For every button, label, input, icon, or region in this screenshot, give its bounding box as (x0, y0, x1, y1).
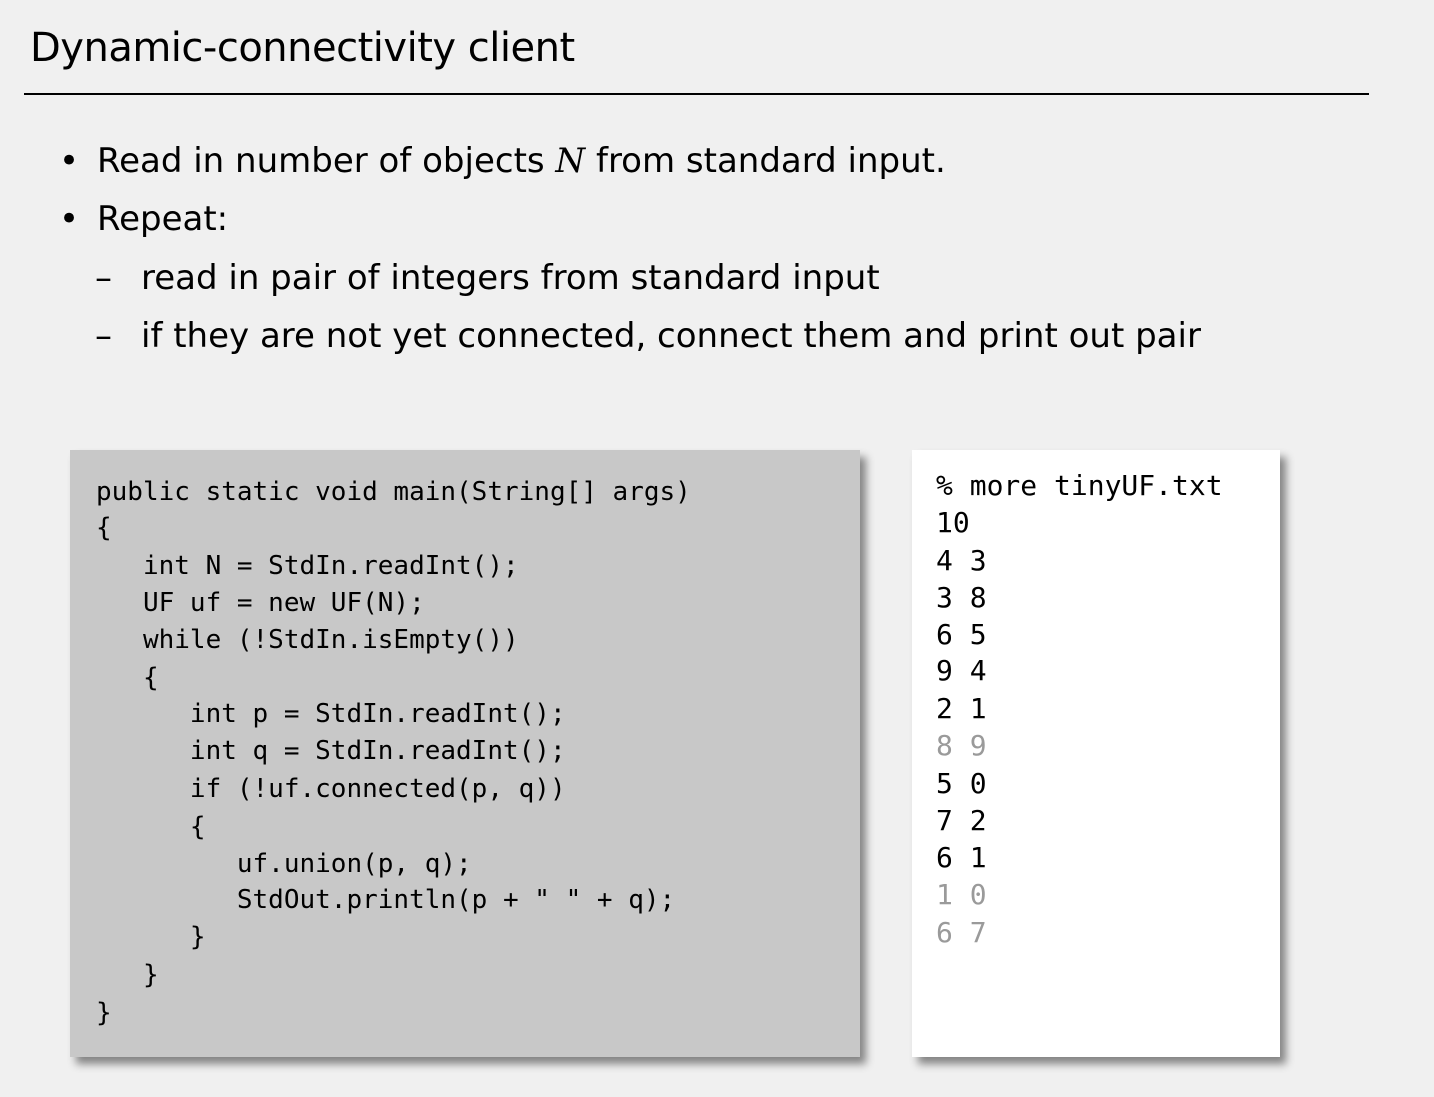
terminal-command: % more tinyUF.txt (936, 469, 1223, 502)
code-line: int q = StdIn.readInt(); (96, 736, 566, 766)
pair-line: 6 1 (936, 841, 987, 874)
bullet-text: from standard input. (585, 141, 946, 181)
math-variable: N (555, 141, 586, 181)
title-divider (24, 93, 1369, 95)
terminal-output-panel: % more tinyUF.txt 10 4 3 3 8 6 5 9 4 2 1… (912, 450, 1280, 1057)
pair-line: 5 0 (936, 767, 987, 800)
code-line: public static void main(String[] args) (96, 477, 691, 507)
code-line: int p = StdIn.readInt(); (96, 699, 566, 729)
pair-line: 3 8 (936, 581, 987, 614)
code-line: } (96, 998, 112, 1028)
code-line: UF uf = new UF(N); (96, 588, 425, 618)
bullet-item-read-n: • Read in number of objects N from stand… (59, 141, 946, 181)
pair-line: 6 5 (936, 618, 987, 651)
code-line: if (!uf.connected(p, q)) (96, 774, 566, 804)
bullet-text: Read in number of objects (97, 141, 556, 181)
code-line: StdOut.println(p + " " + q); (96, 885, 676, 915)
bullet-text: if they are not yet connected, connect t… (141, 316, 1201, 356)
bullet-text: read in pair of integers from standard i… (141, 258, 880, 298)
sub-bullet-marker: – (95, 316, 112, 356)
code-line: int N = StdIn.readInt(); (96, 551, 519, 581)
bullet-text: Repeat: (97, 199, 229, 239)
pair-line-connected: 1 0 (936, 878, 987, 911)
pair-line: 4 3 (936, 544, 987, 577)
code-line: } (96, 960, 159, 990)
code-line: } (96, 922, 206, 952)
pair-line-connected: 6 7 (936, 916, 987, 949)
code-line: { (96, 663, 159, 693)
sub-bullet-item-connect: – if they are not yet connected, connect… (95, 316, 1201, 356)
slide-title: Dynamic-connectivity client (30, 25, 575, 71)
code-line: { (96, 812, 206, 842)
pair-line: 2 1 (936, 692, 987, 725)
pair-line: 7 2 (936, 804, 987, 837)
code-line: while (!StdIn.isEmpty()) (96, 625, 519, 655)
bullet-marker: • (59, 141, 80, 181)
pair-line-connected: 8 9 (936, 729, 987, 762)
bullet-marker: • (59, 199, 80, 239)
code-line: { (96, 513, 112, 543)
code-line: uf.union(p, q); (96, 849, 472, 879)
object-count: 10 (936, 506, 970, 539)
code-panel: public static void main(String[] args) {… (70, 450, 860, 1057)
sub-bullet-marker: – (95, 258, 112, 298)
sub-bullet-item-read-pair: – read in pair of integers from standard… (95, 258, 880, 298)
pair-line: 9 4 (936, 654, 987, 687)
bullet-item-repeat: • Repeat: (59, 199, 229, 239)
